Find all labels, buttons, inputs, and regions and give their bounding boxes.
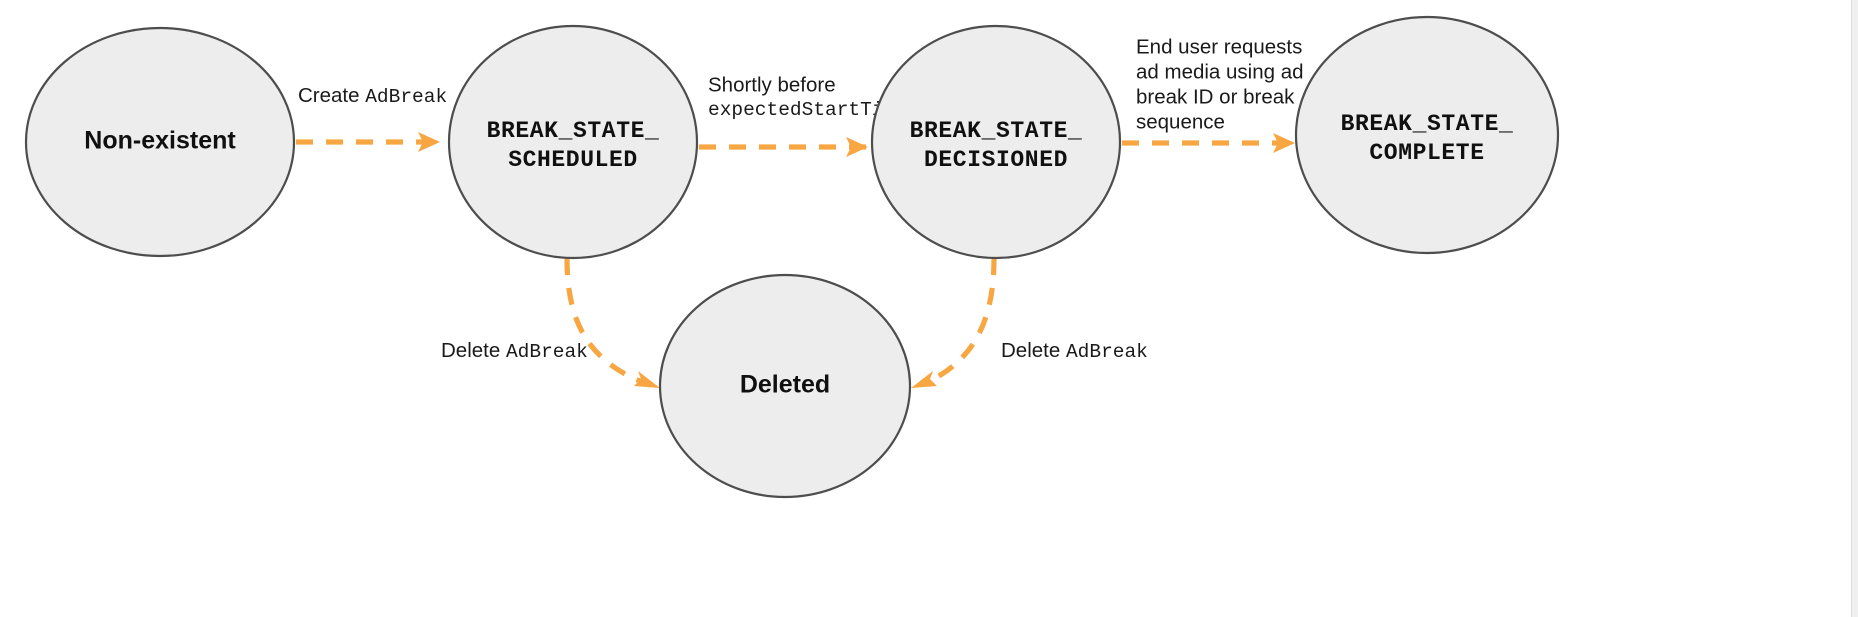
- edge-scheduled-to-decisioned[interactable]: Shortly before expectedStartTime: [699, 73, 907, 157]
- edge-scheduled-to-deleted-line: [564, 257, 651, 388]
- node-break-state-scheduled[interactable]: BREAK_STATE_ SCHEDULED: [447, 24, 699, 260]
- node-deleted-shape: [658, 273, 912, 499]
- edge-create-adbreak-label: Create AdBreak: [298, 84, 447, 108]
- edge-label-part-mono: AdBreak: [506, 341, 588, 363]
- node-break-state-complete-label-line2: COMPLETE: [1369, 140, 1484, 166]
- node-deleted[interactable]: Deleted: [658, 273, 912, 499]
- edge-label-part: Delete: [441, 339, 506, 362]
- edge-group: Create AdBreak Shortly before expectedSt…: [296, 35, 1304, 388]
- node-break-state-decisioned-label-line2: DECISIONED: [924, 147, 1068, 173]
- edge-create-adbreak-arrowhead-icon: [418, 132, 440, 152]
- edge-label-part: Create: [298, 84, 365, 107]
- edge-decisioned-to-deleted-line: [919, 257, 997, 388]
- node-non-existent[interactable]: Non-existent: [24, 26, 296, 258]
- node-group: Non-existent BREAK_STATE_ SCHEDULED BREA…: [24, 15, 1560, 499]
- node-break-state-decisioned[interactable]: BREAK_STATE_ DECISIONED: [870, 24, 1122, 260]
- edge-label-part: Delete: [1001, 339, 1066, 362]
- edge-scheduled-to-decisioned-label-line1: Shortly before: [708, 73, 836, 96]
- node-non-existent-shape: [24, 26, 296, 258]
- edge-scheduled-to-decisioned-arrowhead-icon: [846, 137, 868, 157]
- edge-create-adbreak[interactable]: Create AdBreak: [296, 84, 447, 152]
- node-break-state-scheduled-label-line1: BREAK_STATE_: [487, 118, 660, 144]
- edge-decisioned-to-complete-arrowhead-icon: [1273, 133, 1295, 153]
- vertical-scrollbar-track[interactable]: [1851, 0, 1858, 617]
- edge-scheduled-to-deleted[interactable]: Delete AdBreak: [441, 257, 660, 388]
- node-break-state-decisioned-label-line1: BREAK_STATE_: [910, 118, 1083, 144]
- node-break-state-scheduled-label-line2: SCHEDULED: [508, 147, 638, 173]
- edge-label-part-mono: AdBreak: [1066, 341, 1148, 363]
- edge-decisioned-to-complete-label-line4: sequence: [1136, 110, 1225, 133]
- edge-decisioned-to-complete-label-line3: break ID or break: [1136, 85, 1295, 108]
- edge-scheduled-to-deleted-arrowhead-icon: [634, 371, 660, 388]
- edge-decisioned-to-deleted-arrowhead-icon: [911, 371, 937, 388]
- edge-decisioned-to-complete-label-line2: ad media using ad: [1136, 60, 1304, 83]
- node-break-state-complete[interactable]: BREAK_STATE_ COMPLETE: [1294, 15, 1560, 255]
- edge-decisioned-to-deleted-label: Delete AdBreak: [1001, 339, 1148, 363]
- node-non-existent-label: Non-existent: [84, 127, 236, 155]
- edge-decisioned-to-deleted[interactable]: Delete AdBreak: [911, 257, 1148, 388]
- node-break-state-complete-label-line1: BREAK_STATE_: [1341, 111, 1514, 137]
- edge-label-part-mono: AdBreak: [365, 86, 447, 108]
- node-break-state-complete-shape: [1294, 15, 1560, 255]
- node-deleted-label: Deleted: [740, 371, 830, 399]
- edge-scheduled-to-deleted-label: Delete AdBreak: [441, 339, 588, 363]
- node-break-state-scheduled-shape: [447, 24, 699, 260]
- edge-decisioned-to-complete-label-line1: End user requests: [1136, 35, 1302, 58]
- node-break-state-decisioned-shape: [870, 24, 1122, 260]
- edge-scheduled-to-decisioned-label-line2: expectedStartTime: [708, 99, 907, 121]
- edge-decisioned-to-complete[interactable]: End user requests ad media using ad brea…: [1122, 35, 1304, 153]
